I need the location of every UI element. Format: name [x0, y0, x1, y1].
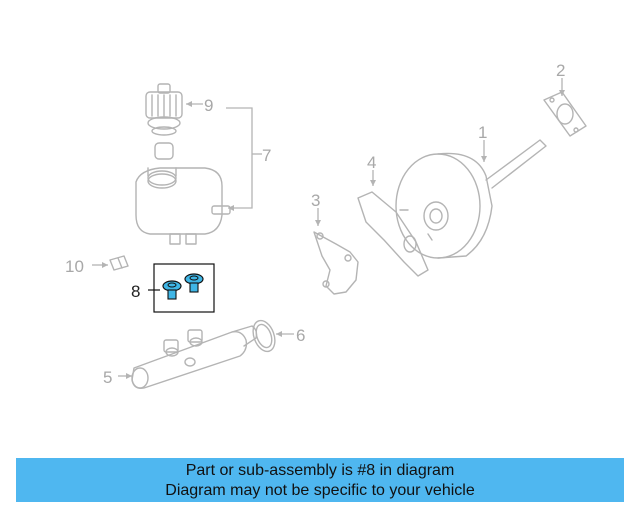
part-9-reservoir-cap [145, 83, 183, 160]
part-3-bracket [313, 231, 359, 295]
callout-3: 3 [311, 191, 320, 210]
banner-line-2: Diagram may not be specific to your vehi… [165, 482, 475, 499]
callout-5: 5 [103, 368, 112, 387]
callout-1: 1 [478, 123, 487, 142]
part-1-brake-booster [395, 139, 547, 259]
part-8-screws[interactable] [162, 273, 204, 300]
part-8-box [153, 263, 215, 313]
part-5-master-cylinder [131, 325, 258, 390]
part-4-shield [357, 191, 429, 277]
part-6-o-ring [252, 319, 276, 353]
banner-line-1: Part or sub-assembly is #8 in diagram [185, 462, 455, 479]
callout-10: 10 [65, 257, 84, 276]
callout-7: 7 [262, 146, 271, 165]
part-7-reservoir [135, 167, 231, 245]
info-banner: Part or sub-assembly is #8 in diagram Di… [16, 458, 624, 502]
callout-4: 4 [367, 153, 376, 172]
part-10-sensor [109, 255, 129, 271]
part-2-gasket-plate [543, 91, 587, 137]
callout-8: 8 [131, 282, 140, 301]
callout-6: 6 [296, 326, 305, 345]
callout-9: 9 [204, 96, 213, 115]
callout-2: 2 [556, 61, 565, 80]
